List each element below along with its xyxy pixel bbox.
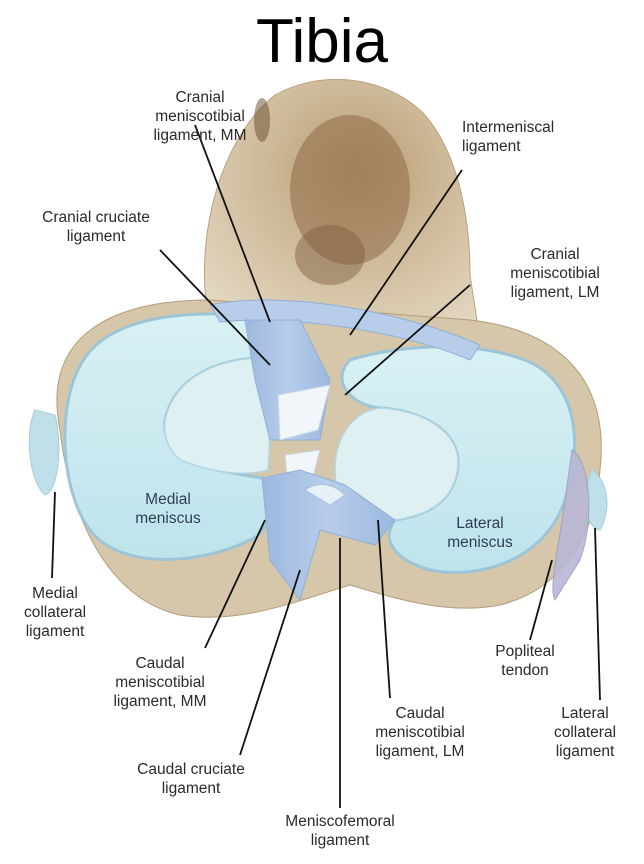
label-cranial-meniscotibial-mm: Cranial meniscotibial ligament, MM [100,88,300,145]
page-title: Tibia [0,6,644,78]
label-lateral-collateral-ligament: Lateral collateral ligament [530,704,640,761]
medial-collateral-shape [29,410,59,495]
label-medial-meniscus: Medial meniscus [118,490,218,528]
label-meniscofemoral-ligament: Meniscofemoral ligament [255,812,425,850]
label-medial-collateral-ligament: Medial collateral ligament [0,584,110,641]
label-intermeniscal-ligament: Intermeniscal ligament [462,118,554,156]
label-caudal-meniscotibial-mm: Caudal meniscotibial ligament, MM [60,654,260,711]
label-lateral-meniscus: Lateral meniscus [425,514,535,552]
leader-line [595,528,600,700]
label-cranial-meniscotibial-lm: Cranial meniscotibial ligament, LM [470,245,640,302]
label-cranial-cruciate-ligament: Cranial cruciate ligament [6,208,186,246]
label-caudal-cruciate-ligament: Caudal cruciate ligament [96,760,286,798]
bone-shadow [295,225,365,285]
label-popliteal-tendon: Popliteal tendon [470,642,580,680]
leader-line [52,492,55,578]
label-caudal-meniscotibial-lm: Caudal meniscotibial ligament, LM [340,704,500,761]
